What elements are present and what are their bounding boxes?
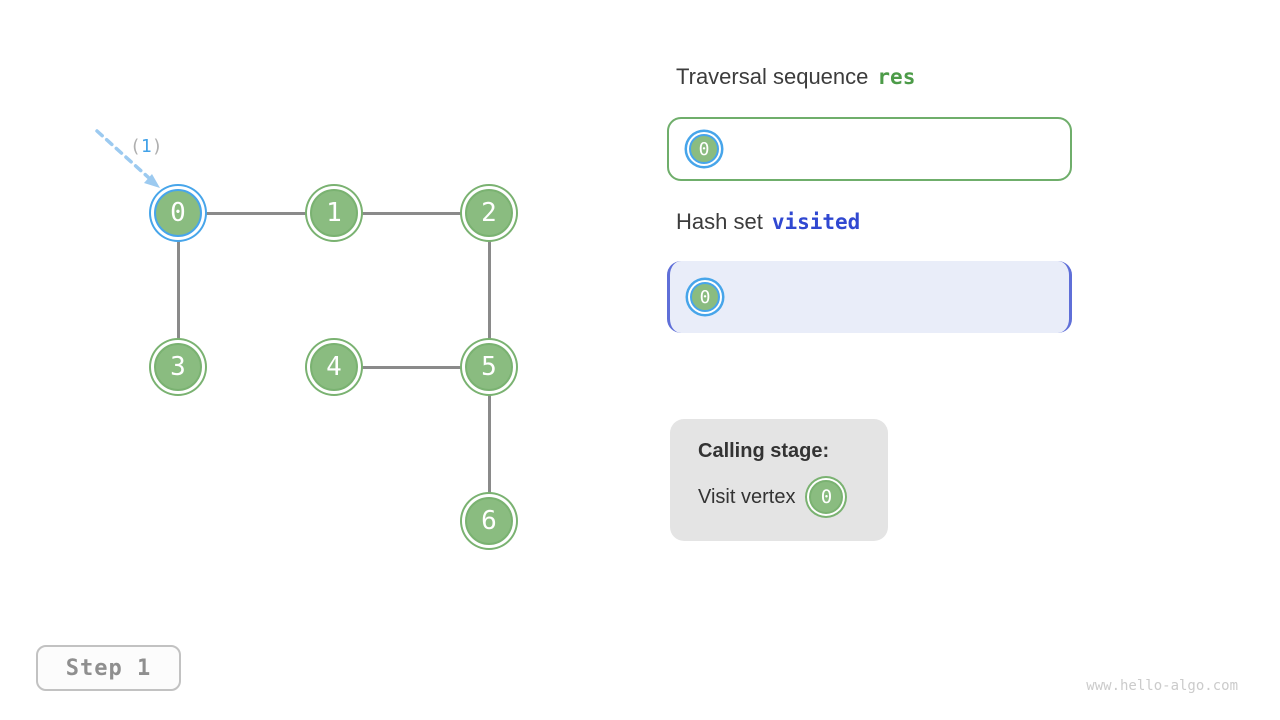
graph-vertex-2: 2 [465, 189, 513, 237]
edge-2-5 [487, 213, 491, 367]
res-title: Traversal sequence res [676, 64, 915, 90]
visited-title-text: Hash set [676, 209, 763, 234]
visited-title: Hash set visited [676, 209, 860, 235]
graph-vertex-1: 1 [310, 189, 358, 237]
paren-close: ) [151, 136, 163, 157]
visited-item-0: 0 [690, 282, 720, 312]
watermark: www.hello-algo.com [1086, 678, 1238, 694]
traversal-order-label: (1) [130, 136, 163, 157]
traversal-sequence-box: 0 [667, 117, 1072, 181]
edge-0-3 [176, 213, 180, 367]
calling-stage-title: Calling stage: [698, 440, 830, 462]
graph-vertex-5: 5 [465, 343, 513, 391]
step-indicator-label: Step 1 [65, 655, 152, 681]
hash-set-box: 0 [667, 261, 1072, 333]
res-item-0: 0 [689, 134, 719, 164]
traversal-arrow-icon [95, 129, 160, 188]
edge-4-5 [334, 365, 489, 369]
graph-vertex-3: 3 [154, 343, 202, 391]
graph-vertex-4: 4 [310, 343, 358, 391]
edge-5-6 [487, 367, 491, 521]
calling-stage-action-row: Visit vertex 0 [698, 480, 888, 514]
visited-code-label: visited [771, 210, 861, 234]
calling-stage-box: Calling stage: Visit vertex 0 [670, 419, 888, 541]
edge-1-2 [334, 211, 489, 215]
order-number: 1 [140, 136, 152, 157]
graph-vertex-6: 6 [465, 497, 513, 545]
edge-0-1 [178, 211, 334, 215]
res-code-label: res [877, 65, 916, 89]
calling-vertex-0: 0 [809, 480, 844, 514]
step-indicator: Step 1 [36, 645, 181, 691]
paren-open: ( [130, 136, 141, 157]
res-title-text: Traversal sequence [676, 64, 869, 89]
graph-vertex-0: 0 [154, 189, 202, 237]
calling-action-text: Visit vertex [698, 485, 796, 508]
calling-vertex-slot: 0 [809, 480, 844, 514]
